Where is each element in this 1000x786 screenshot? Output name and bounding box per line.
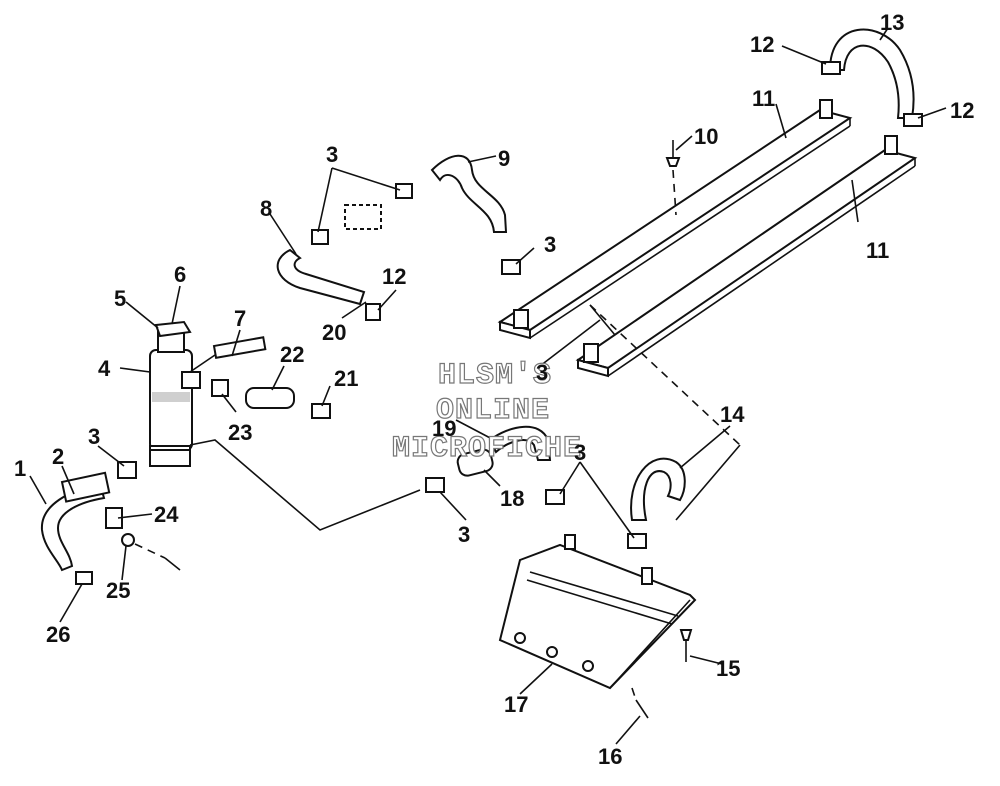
tank — [498, 534, 697, 690]
hose-clamp — [211, 379, 229, 397]
reservoir-outlet — [181, 371, 201, 389]
callout-3: 3 — [326, 142, 338, 167]
rivet — [679, 629, 693, 662]
callout-12: 12 — [382, 264, 406, 289]
screw — [631, 687, 649, 719]
watermark-line-1: HLSM'S — [438, 359, 552, 393]
hose-upper — [276, 248, 366, 306]
callout-3: 3 — [458, 522, 470, 547]
callout-15: 15 — [716, 656, 740, 681]
bolt — [665, 140, 681, 216]
callout-23: 23 — [228, 420, 252, 445]
callout-5: 5 — [114, 286, 126, 311]
callout-12: 12 — [950, 98, 974, 123]
callout-14: 14 — [720, 402, 745, 427]
callout-labels: 1 2 3 3 3 3 3 3 4 5 6 7 8 9 10 11 11 12 … — [14, 10, 974, 769]
hose-clamp — [117, 461, 137, 479]
callout-21: 21 — [334, 366, 358, 391]
vent-tube — [212, 336, 267, 359]
callout-19: 19 — [432, 416, 456, 441]
callout-12: 12 — [750, 32, 774, 57]
callout-11: 11 — [752, 86, 775, 111]
callout-20: 20 — [322, 320, 346, 345]
hose-clamp — [425, 477, 445, 493]
callout-8: 8 — [260, 196, 272, 221]
hose-clamp — [395, 183, 413, 199]
leader-lines — [29, 27, 947, 745]
hose-elbow — [488, 425, 552, 461]
callout-24: 24 — [154, 502, 179, 527]
callout-26: 26 — [46, 622, 70, 647]
heat-exchanger-upper — [497, 99, 853, 340]
hose-short — [245, 387, 295, 409]
watermark-line-2: ONLINE — [436, 394, 550, 428]
coolant-reservoir — [149, 320, 193, 461]
reservoir-fitting — [149, 449, 191, 467]
tee-fitting — [344, 204, 382, 230]
bellows — [60, 471, 111, 503]
callout-3: 3 — [536, 360, 548, 385]
hose-clamp — [75, 571, 93, 585]
heat-exchanger-lower — [575, 135, 918, 378]
watermark-line-3: MICROFICHE — [392, 432, 582, 466]
callout-3: 3 — [88, 424, 100, 449]
hose-clamp — [311, 229, 329, 245]
hose-clamp — [501, 259, 521, 275]
callout-3: 3 — [544, 232, 556, 257]
callout-18: 18 — [500, 486, 524, 511]
callout-2: 2 — [52, 444, 64, 469]
washer — [121, 533, 135, 547]
callout-22: 22 — [280, 342, 304, 367]
callout-6: 6 — [174, 262, 186, 287]
callout-11: 11 — [866, 238, 889, 263]
hose-clamp — [627, 533, 647, 549]
callout-13: 13 — [880, 10, 904, 35]
callout-9: 9 — [498, 146, 510, 171]
hose-clamp — [365, 303, 381, 321]
watermark: HLSM'S ONLINE MICROFICHE — [391, 358, 582, 466]
hose-clamp — [311, 403, 331, 419]
callout-16: 16 — [598, 744, 622, 769]
callout-1: 1 — [14, 456, 26, 481]
hose-coupler — [456, 448, 494, 477]
callout-4: 4 — [98, 356, 111, 381]
callout-7: 7 — [234, 306, 246, 331]
callout-17: 17 — [504, 692, 528, 717]
hose-fill — [40, 482, 106, 572]
hose-curved — [630, 457, 686, 521]
hose-formed — [430, 154, 508, 233]
crossover-hose — [828, 28, 915, 119]
hose-clamp — [821, 61, 841, 75]
callout-10: 10 — [694, 124, 718, 149]
callout-25: 25 — [106, 578, 130, 603]
callout-3: 3 — [574, 440, 586, 465]
hose-clamp — [903, 113, 923, 127]
